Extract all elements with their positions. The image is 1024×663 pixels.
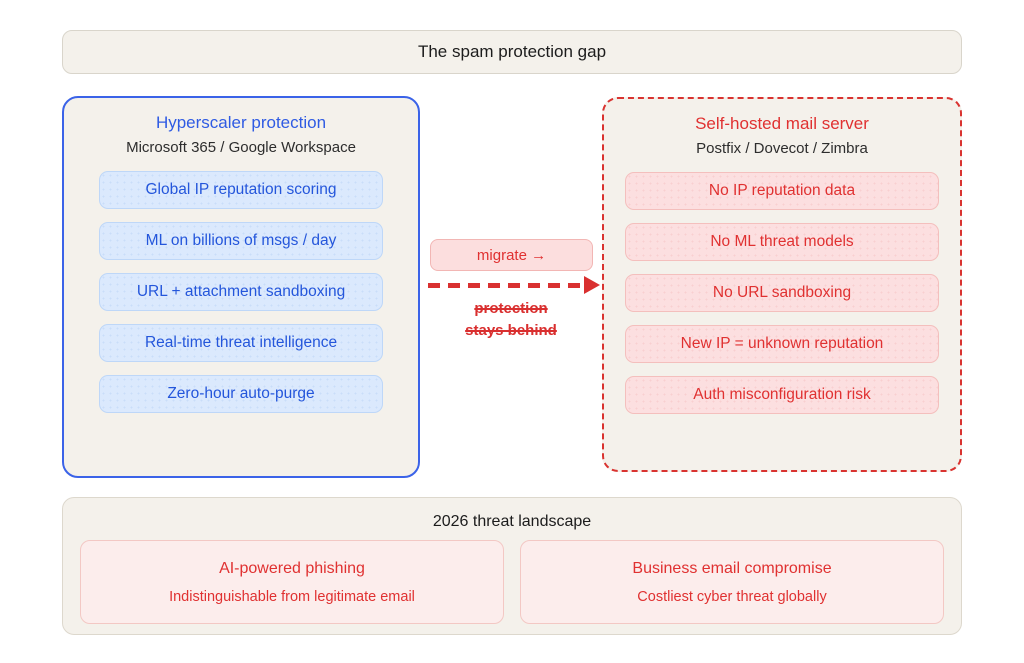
- hyperscaler-panel-title: Hyperscaler protection: [155, 113, 327, 132]
- threat-cards-row: AI-powered phishing Indistinguishable fr…: [63, 540, 961, 624]
- hyperscaler-feature-item: URL + attachment sandboxing: [99, 273, 383, 311]
- migration-caption-line1: protection: [474, 300, 548, 317]
- self-hosted-gap-item: No ML threat models: [625, 223, 939, 261]
- hyperscaler-feature-item: Global IP reputation scoring: [99, 171, 383, 209]
- hyperscaler-feature-item: Zero-hour auto-purge: [99, 375, 383, 413]
- migration-caption: protection stays behind: [431, 298, 591, 342]
- self-hosted-gap-item: No IP reputation data: [625, 172, 939, 210]
- diagram-title-bar: The spam protection gap: [62, 30, 962, 74]
- migration-caption-line2: stays behind: [465, 322, 557, 339]
- threat-card-subtitle: Costliest cyber threat globally: [637, 588, 827, 605]
- migrate-label-box: migrate →: [430, 239, 593, 271]
- hyperscaler-panel-subtitle: Microsoft 365 / Google Workspace: [126, 139, 356, 156]
- dashed-right-arrow-icon: [428, 283, 586, 288]
- threat-card-title: AI-powered phishing: [219, 559, 365, 577]
- threat-card-title: Business email compromise: [632, 559, 832, 577]
- migrate-label: migrate →: [476, 246, 547, 264]
- threat-landscape-panel: 2026 threat landscape AI-powered phishin…: [62, 497, 962, 635]
- threat-card-ai-phishing: AI-powered phishing Indistinguishable fr…: [80, 540, 504, 624]
- threat-card-subtitle: Indistinguishable from legitimate email: [169, 588, 415, 605]
- self-hosted-gap-item: New IP = unknown reputation: [625, 325, 939, 363]
- diagram-title: The spam protection gap: [417, 42, 607, 61]
- self-hosted-gap-item: Auth misconfiguration risk: [625, 376, 939, 414]
- self-hosted-panel: Self-hosted mail server Postfix / Doveco…: [602, 97, 962, 472]
- hyperscaler-feature-item: Real-time threat intelligence: [99, 324, 383, 362]
- self-hosted-panel-subtitle: Postfix / Dovecot / Zimbra: [696, 140, 868, 157]
- threat-card-bec: Business email compromise Costliest cybe…: [520, 540, 944, 624]
- self-hosted-gap-item: No URL sandboxing: [625, 274, 939, 312]
- hyperscaler-panel: Hyperscaler protection Microsoft 365 / G…: [62, 96, 420, 478]
- arrow-head-icon: [584, 276, 600, 294]
- hyperscaler-feature-item: ML on billions of msgs / day: [99, 222, 383, 260]
- threat-landscape-title: 2026 threat landscape: [432, 513, 592, 530]
- self-hosted-panel-title: Self-hosted mail server: [695, 114, 869, 133]
